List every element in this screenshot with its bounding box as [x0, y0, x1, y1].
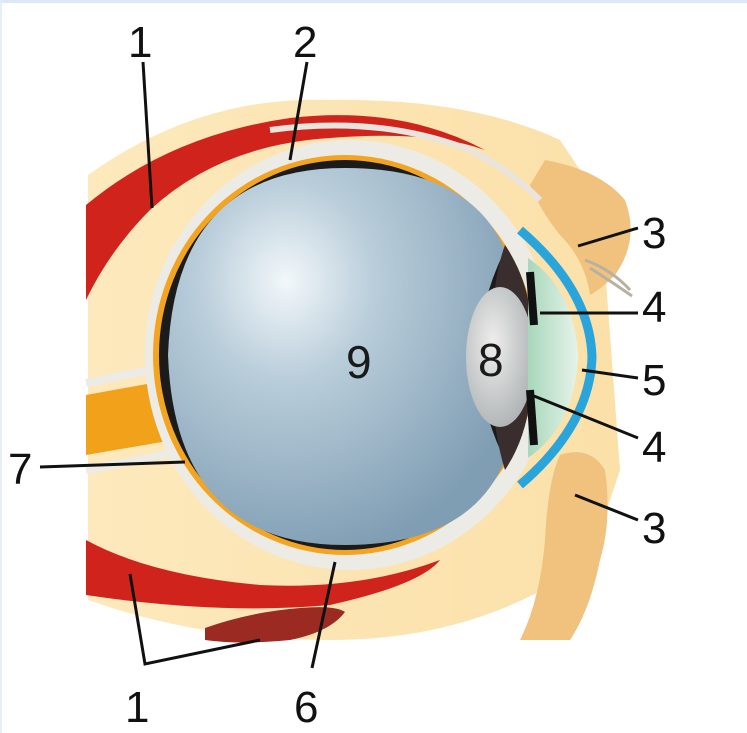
label-9: 9 [346, 336, 372, 388]
label-4-upper: 4 [642, 283, 666, 332]
vitreous-body [168, 168, 505, 545]
label-3-lower: 3 [642, 504, 666, 553]
label-6: 6 [294, 683, 318, 732]
label-1-upper: 1 [128, 18, 152, 67]
label-5: 5 [642, 356, 666, 405]
label-2: 2 [293, 18, 317, 67]
label-8: 8 [478, 334, 504, 386]
label-1-lower: 1 [125, 683, 149, 732]
label-7: 7 [8, 445, 32, 494]
label-3-upper: 3 [642, 209, 666, 258]
label-4-lower: 4 [642, 423, 666, 472]
iris-lower [530, 390, 534, 445]
iris-upper [530, 272, 534, 325]
